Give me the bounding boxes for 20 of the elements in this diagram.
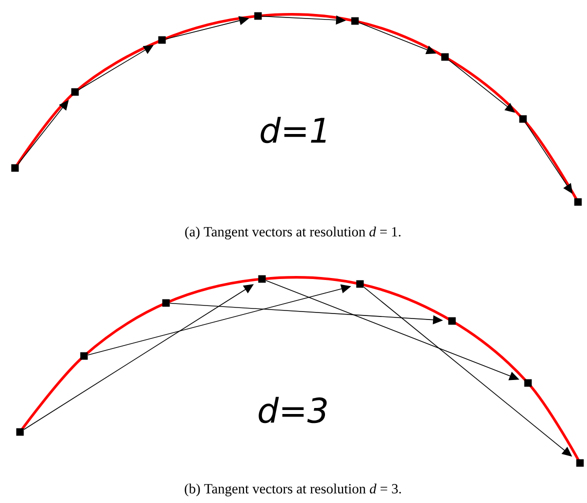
- point-marker: [574, 198, 582, 206]
- point-marker: [258, 275, 266, 283]
- point-marker: [158, 36, 166, 44]
- point-marker: [351, 17, 359, 25]
- resolution-label: d=3: [258, 396, 327, 424]
- point-marker: [441, 53, 449, 61]
- point-marker: [254, 12, 262, 20]
- point-marker: [11, 164, 19, 172]
- point-marker: [524, 379, 532, 387]
- point-marker: [576, 459, 584, 467]
- point-marker: [16, 428, 24, 436]
- resolution-label: d=1: [260, 116, 326, 144]
- point-marker: [80, 352, 88, 360]
- caption: (a) Tangent vectors at resolution d = 1.: [185, 226, 400, 240]
- point-marker: [448, 317, 456, 325]
- point-marker: [519, 115, 527, 123]
- point-marker: [356, 280, 364, 288]
- point-marker: [162, 299, 170, 307]
- caption: (b) Tangent vectors at resolution d = 3.: [184, 484, 401, 496]
- point-marker: [71, 88, 79, 96]
